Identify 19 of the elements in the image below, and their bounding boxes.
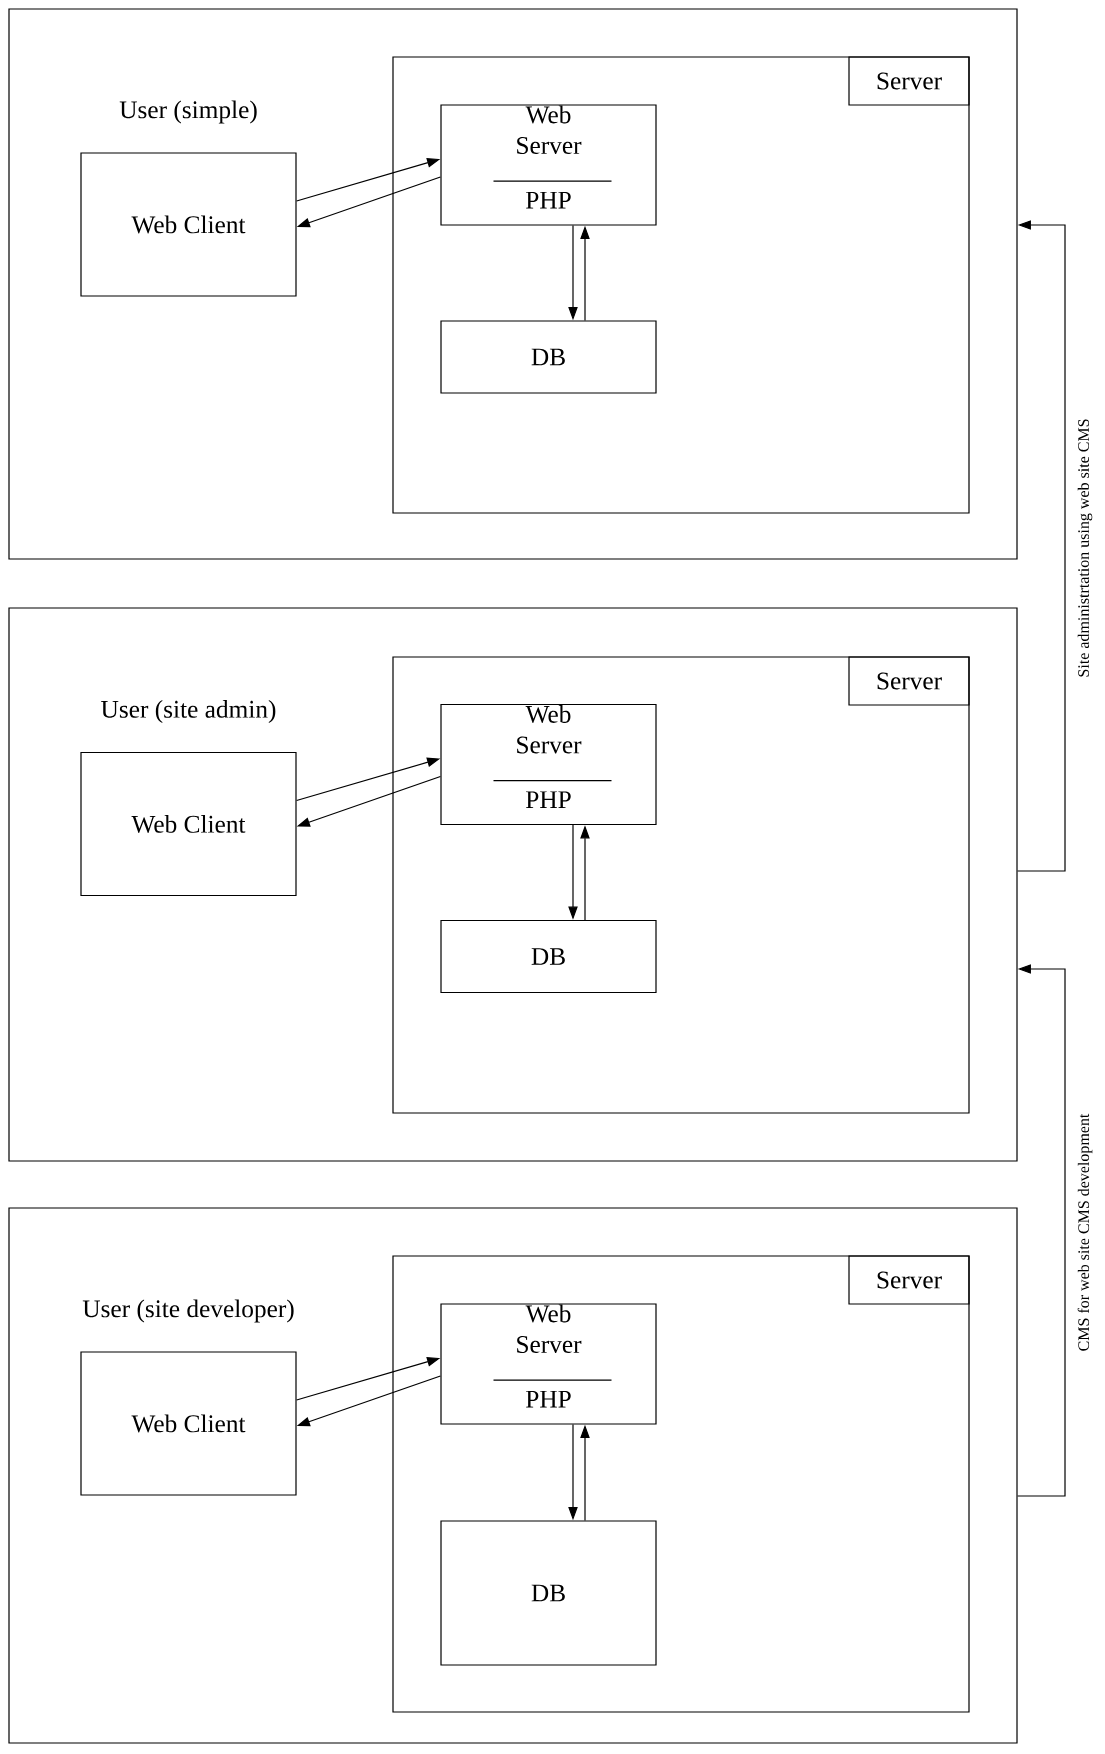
edge-label: Site administrtation using web site CMS (1075, 415, 1095, 681)
client-box: Web Client (80, 751, 297, 897)
database-box: DB (440, 1520, 657, 1666)
client-box: Web Client (80, 1351, 297, 1496)
arrow (1017, 964, 1066, 1497)
client-box: Web Client (80, 152, 297, 297)
user-label: User (simple) (119, 100, 257, 124)
process-box: Web Server PHP (440, 1303, 657, 1425)
panel-box (8, 607, 1018, 1162)
edge-label: CMS for web site CMS development (1075, 1110, 1095, 1355)
database-box: DB (440, 919, 657, 994)
user-label: User (site admin) (101, 700, 276, 723)
panel-box (8, 1207, 1018, 1744)
user-label: User (site developer) (82, 1299, 294, 1323)
arrow (1017, 220, 1066, 872)
database-box: DB (440, 320, 657, 394)
panel-box (8, 8, 1018, 560)
process-box: Web Server PHP (440, 104, 657, 226)
process-box: Web Server PHP (440, 703, 657, 826)
